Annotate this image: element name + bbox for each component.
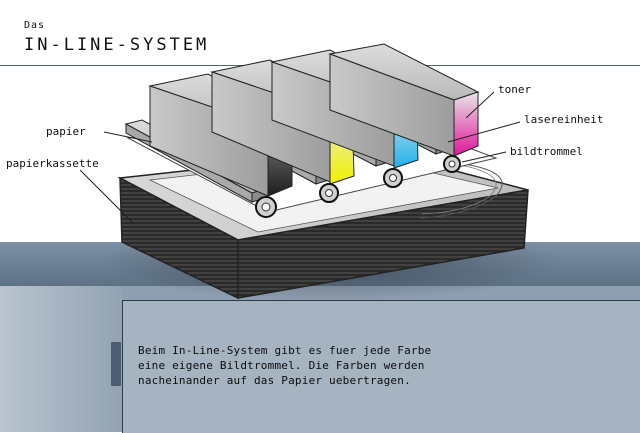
image-drum — [319, 183, 339, 203]
leader-lines — [79, 91, 521, 223]
label-toner: toner — [498, 83, 531, 96]
title-kicker: Das — [24, 20, 46, 31]
label-bildtrommel: bildtrommel — [510, 145, 583, 158]
label-papier: papier — [46, 125, 86, 138]
toner-cartridge-magenta — [328, 43, 480, 157]
caption-panel — [122, 300, 640, 433]
image-drum — [443, 155, 461, 173]
lower-left-panel — [0, 286, 122, 432]
label-lasereinheit: lasereinheit — [524, 113, 603, 126]
label-papierkassette: papierkassette — [6, 157, 99, 170]
image-drum — [255, 196, 277, 218]
caption-marker — [111, 342, 121, 386]
image-drum — [383, 168, 403, 188]
caption-text: Beim In-Line-System gibt es fuer jede Fa… — [138, 344, 432, 387]
page-title: IN-LINE-SYSTEM — [24, 35, 210, 55]
